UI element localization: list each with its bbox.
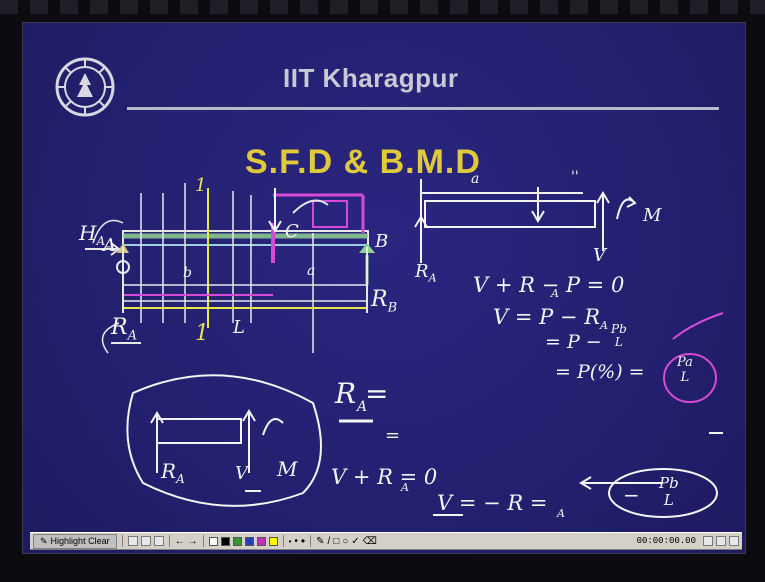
toolbar-separator — [202, 535, 204, 547]
ra-equation: R = — [335, 377, 389, 410]
check-icon[interactable]: ✓ — [351, 535, 360, 547]
circle-reaction-label: RA — [161, 459, 185, 486]
color-swatch-magenta[interactable] — [256, 536, 266, 546]
reaction-b-label: RB — [371, 287, 398, 316]
force-h-label: HA — [79, 221, 106, 248]
answer-circle — [663, 353, 717, 403]
restore-icon[interactable] — [716, 536, 726, 546]
fbd-load-mark: '' — [571, 169, 579, 185]
annotation-toolbar: ✎ Highlight Clear ← → • • • ✎ / □ ○ ✓ ⌫ … — [30, 532, 742, 550]
color-swatch-white[interactable] — [208, 536, 218, 546]
final-answer-circle — [608, 468, 718, 518]
equation-3: = P − — [545, 331, 602, 353]
minimize-icon[interactable] — [703, 536, 713, 546]
circle-moment-label: M — [277, 457, 298, 481]
slide-heading: S.F.D & B.M.D — [245, 143, 481, 181]
forward-arrow-icon[interactable]: → — [187, 535, 198, 547]
fbd-moment-label: M — [643, 205, 662, 226]
color-swatch-green[interactable] — [232, 536, 242, 546]
save-icon[interactable] — [140, 536, 151, 546]
equation-2: V = P − RA — [493, 305, 608, 333]
time-display: 00:00:00.00 — [636, 536, 696, 546]
node-a-label: A — [103, 235, 116, 256]
toolbar-separator — [168, 535, 170, 547]
equation-5-sub: A — [401, 481, 409, 494]
pointer-icon[interactable] — [153, 536, 164, 546]
dot-large-icon[interactable]: • — [300, 534, 306, 548]
rectangle-icon[interactable]: □ — [333, 535, 340, 547]
close-icon[interactable] — [729, 536, 739, 546]
equation-4: = P(%) = — [555, 361, 645, 383]
fbd-circle — [126, 374, 322, 507]
highlight-clear-button[interactable]: ✎ Highlight Clear — [33, 533, 117, 549]
dot-small-icon[interactable]: • — [288, 536, 292, 546]
equation-6-sub: A — [557, 507, 565, 520]
open-icon[interactable] — [127, 536, 138, 546]
highlight-clear-label: Highlight Clear — [50, 535, 110, 546]
equation-5: V + R = 0 — [331, 465, 438, 489]
dot-medium-icon[interactable]: • — [294, 535, 298, 547]
pencil-icon[interactable]: ✎ — [316, 535, 325, 547]
fbd-reaction-label: RA — [415, 261, 437, 285]
reaction-a-label: RA — [111, 315, 137, 344]
circle-shear-label: V — [235, 463, 248, 484]
eraser-icon[interactable]: ⌫ — [362, 535, 377, 547]
dim-a-label: a — [307, 263, 316, 279]
section-mark-bottom: 1 — [195, 321, 209, 346]
equation-1-sub: A — [551, 287, 559, 300]
node-b-label: B — [375, 231, 389, 252]
equation-6-sign: − — [623, 483, 640, 507]
back-arrow-icon[interactable]: ← — [174, 535, 185, 547]
span-label: L — [233, 317, 245, 338]
ra-equation-sub: A — [357, 399, 368, 415]
toolbar-separator — [121, 535, 123, 547]
slide-title: IIT Kharagpur — [283, 63, 459, 93]
toolbar-separator — [310, 535, 312, 547]
dim-b-label: b — [183, 265, 192, 281]
pen-icon: ✎ — [40, 535, 48, 546]
equation-1: V + R − P = 0 — [473, 273, 625, 297]
chalk-drawing — [85, 179, 724, 518]
color-swatch-black[interactable] — [220, 536, 230, 546]
top-strip — [0, 0, 765, 14]
fbd-shear-label: V — [593, 245, 606, 266]
ellipse-icon[interactable]: ○ — [342, 535, 349, 547]
toolbar-separator — [282, 535, 284, 547]
title-divider — [127, 107, 719, 110]
iit-logo — [55, 57, 115, 117]
equation-6: V = − R = — [437, 491, 548, 515]
slide-canvas: IIT Kharagpur S.F.D & B.M.D — [22, 22, 746, 554]
color-swatch-blue[interactable] — [244, 536, 254, 546]
color-swatch-yellow[interactable] — [268, 536, 278, 546]
main-beam — [85, 183, 375, 354]
node-c-label: C — [285, 221, 299, 242]
ra-equation-2: = — [385, 425, 401, 446]
fbd-top-label: a — [471, 171, 480, 187]
section-mark-top: 1 — [195, 175, 207, 196]
fbd-right — [414, 179, 637, 263]
line-icon[interactable]: / — [327, 535, 331, 547]
